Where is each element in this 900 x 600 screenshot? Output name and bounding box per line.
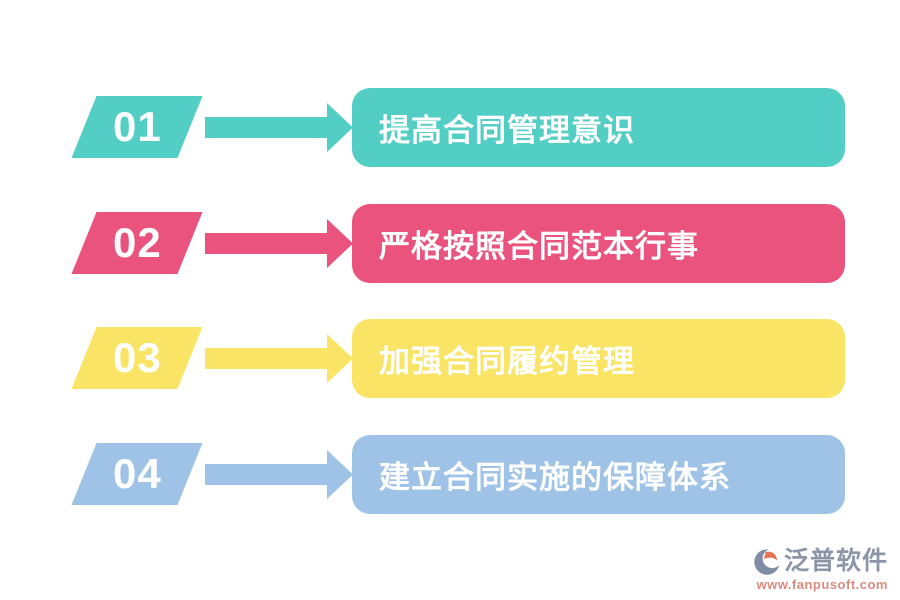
arrow-shaft-1 xyxy=(205,117,328,138)
step-number-3: 03 xyxy=(112,334,162,381)
step-bar-1: 提高合同管理意识 xyxy=(352,88,845,167)
step-label-1: 提高合同管理意识 xyxy=(379,113,635,148)
step-number-badge-4: 04 xyxy=(71,443,203,505)
step-row-2: 02 严格按照合同范本行事 xyxy=(0,204,900,283)
brand-name: 泛普软件 xyxy=(783,547,888,576)
arrow-shaft-4 xyxy=(205,464,328,485)
arrow-right-icon-4 xyxy=(327,450,353,499)
step-row-1: 01 提高合同管理意识 xyxy=(0,88,900,167)
step-bar-3: 加强合同履约管理 xyxy=(352,319,845,398)
step-number-1: 01 xyxy=(112,103,162,150)
step-row-3: 03 加强合同履约管理 xyxy=(0,319,900,398)
step-label-2: 严格按照合同范本行事 xyxy=(379,229,699,264)
step-number-badge-1: 01 xyxy=(71,96,203,158)
step-row-4: 04 建立合同实施的保障体系 xyxy=(0,435,900,514)
brand-url: www.fanpusoft.com xyxy=(756,577,888,592)
step-label-3: 加强合同履约管理 xyxy=(379,344,635,379)
fanpu-logo-icon xyxy=(754,548,781,575)
step-number-badge-3: 03 xyxy=(71,327,203,389)
step-bar-4: 建立合同实施的保障体系 xyxy=(352,435,845,514)
step-bar-2: 严格按照合同范本行事 xyxy=(352,204,845,283)
arrow-shaft-2 xyxy=(205,233,328,254)
arrow-right-icon-2 xyxy=(327,219,353,268)
step-label-4: 建立合同实施的保障体系 xyxy=(379,460,731,495)
watermark: 泛普软件 www.fanpusoft.com xyxy=(753,548,888,592)
step-number-badge-2: 02 xyxy=(71,212,203,274)
arrow-right-icon-3 xyxy=(327,334,353,383)
step-number-2: 02 xyxy=(112,219,162,266)
arrow-right-icon-1 xyxy=(327,103,353,152)
arrow-shaft-3 xyxy=(205,348,328,369)
step-number-4: 04 xyxy=(112,450,162,497)
